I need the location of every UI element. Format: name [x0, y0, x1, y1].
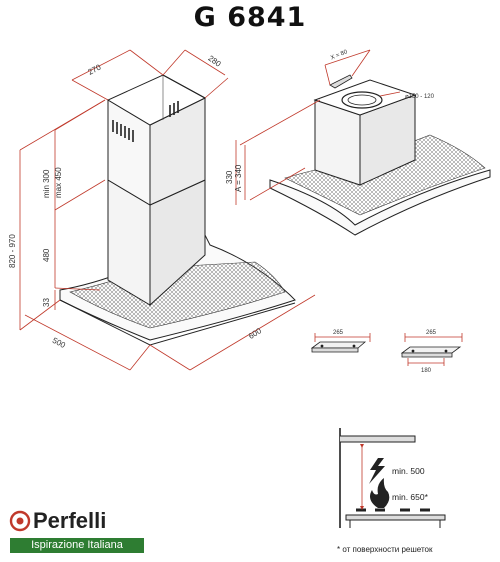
min-gas-label: min. 650* — [392, 492, 429, 502]
brand-tagline: Ispirazione Italiana — [10, 538, 144, 553]
bracket-left: 265 — [310, 330, 371, 353]
dim-top-depth: 280 — [206, 54, 223, 69]
vent-slots-side — [169, 101, 179, 117]
clearance-footnote: * от поверхности решеток — [337, 545, 433, 554]
dim-total-height: 820 - 970 — [8, 234, 17, 268]
dim-depth: 500 — [51, 336, 67, 350]
vent-slots-front — [112, 120, 134, 142]
dim-canopy-height: 33 — [42, 298, 51, 307]
dim-bracket-left: 265 — [333, 330, 344, 336]
dim-top-width: 270 — [86, 62, 102, 76]
clearance-diagram: min. 500 min. 650* * от поверхности реше… — [337, 428, 446, 554]
dim-a-label: A = 340 — [234, 164, 243, 192]
bracket-right: 265 180 — [400, 330, 463, 374]
gas-flame-icon — [370, 478, 390, 508]
product-title: G 6841 — [193, 2, 307, 33]
dim-side-height: 330 — [225, 170, 234, 184]
mounting-bracket — [329, 74, 353, 89]
side-hood-view: X = 80 ⌀150 - 120 330 A = 340 — [225, 49, 491, 236]
dim-chimney-min: min 300 — [42, 169, 51, 198]
dim-chimney-max: max 450 — [54, 167, 63, 198]
perfelli-logo-mark — [9, 510, 31, 532]
dim-bracket-right: 265 — [426, 330, 437, 336]
main-hood-view: 270 280 min 300 max 450 820 - 970 480 33… — [8, 49, 316, 371]
min-electric-label: min. 500 — [392, 466, 425, 476]
dim-bracket-inner: 180 — [421, 368, 432, 374]
duct-collar — [341, 91, 383, 109]
dim-duct-diameter: ⌀150 - 120 — [405, 94, 435, 100]
brand-name: Perfelli — [33, 508, 107, 533]
side-canopy-glass — [269, 169, 491, 236]
electric-icon — [369, 458, 385, 484]
dim-width: 600 — [247, 326, 264, 341]
dim-x-offset: X = 80 — [330, 49, 349, 61]
dim-lower-height: 480 — [42, 248, 51, 262]
